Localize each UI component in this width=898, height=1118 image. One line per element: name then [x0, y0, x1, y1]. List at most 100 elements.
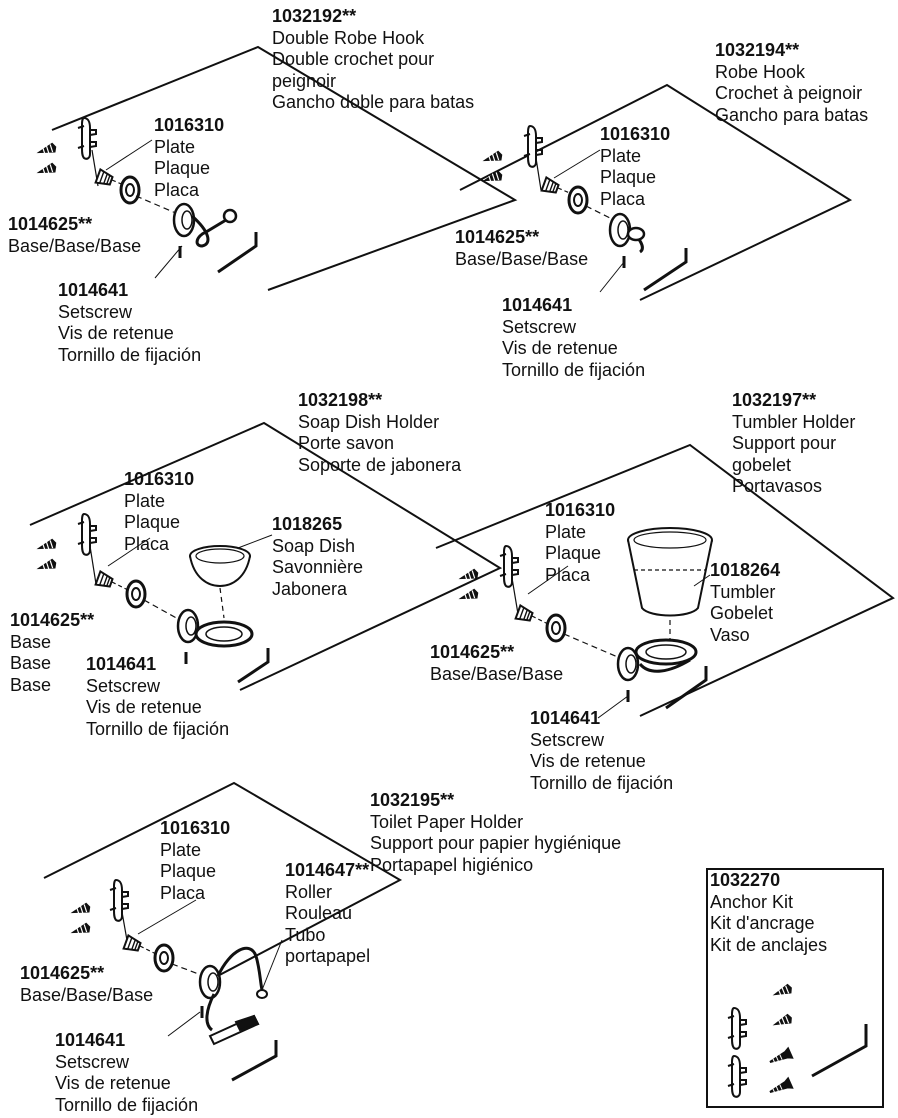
description-line: Vis de retenue — [86, 697, 202, 717]
part-number: 1014641 — [55, 1030, 126, 1050]
tumbler-holder-diagram — [435, 443, 895, 719]
description-line: Vis de retenue — [502, 338, 618, 358]
part-number: 1016310 — [154, 115, 225, 135]
description-line: Gancho doble para batas — [272, 92, 475, 112]
mounting-clip-icon — [77, 513, 97, 556]
wall-anchor-icon — [37, 142, 58, 157]
wall-anchor-icon — [37, 162, 58, 177]
setscrew-label: 1014641 Setscrew Vis de retenue Tornillo… — [58, 280, 201, 366]
hex-key-icon — [237, 648, 270, 684]
description-line: Plaque — [124, 512, 181, 532]
part-number: 1032194** — [715, 40, 800, 60]
description-line: Setscrew — [502, 316, 577, 337]
description-line: Placa — [124, 533, 170, 554]
part-number: 1032270 — [710, 870, 781, 890]
setscrew-label: 1014641 Setscrew Vis de retenue Tornillo… — [530, 708, 673, 794]
part-number: 1018264 — [710, 560, 781, 580]
soap-dish-holder-title: 1032198** Soap Dish Holder Porte savon S… — [298, 390, 461, 476]
hex-key-icon — [643, 248, 688, 292]
tumbler-icon — [627, 527, 713, 617]
description-line: Savonnière — [272, 557, 364, 577]
part-number: 1032192** — [272, 6, 357, 26]
base-icon — [567, 185, 589, 215]
description-line: portapapel — [285, 946, 371, 966]
description-line: Plaque — [160, 861, 217, 881]
part-number: 1032198** — [298, 390, 383, 410]
part-number: 1014625** — [430, 642, 515, 662]
wall-outline — [435, 443, 895, 717]
description-line: Setscrew — [86, 675, 161, 696]
wall-anchor-icon — [459, 588, 480, 603]
wall-anchor-icon — [483, 150, 504, 165]
description-line: Base/Base/Base — [455, 248, 589, 269]
description-line: Portapapel higiénico — [370, 854, 534, 875]
base-label: 1014625** Base/Base/Base — [430, 642, 563, 685]
soap-dish-holder-body-icon — [176, 608, 200, 644]
description-line: peignoir — [272, 70, 337, 91]
part-number: 1014625** — [8, 214, 93, 234]
part-number: 1014625** — [10, 610, 95, 630]
description-line: Plate — [545, 521, 587, 542]
description-line: Robe Hook — [715, 61, 806, 82]
plate-label: 1016310 Plate Plaque Placa — [600, 124, 670, 210]
description-line: Tornillo de fijación — [502, 359, 646, 380]
toilet-paper-holder-title: 1032195** Toilet Paper Holder Support po… — [370, 790, 621, 876]
description-line: Jabonera — [272, 578, 348, 599]
anchor-kit-box — [706, 868, 884, 1108]
description-line: Gobelet — [710, 603, 774, 623]
description-line: Portavasos — [732, 476, 823, 496]
part-number: 1014641 — [530, 708, 601, 728]
robe-hook-body-icon — [608, 212, 632, 248]
wall-anchor-icon — [71, 922, 92, 937]
description-line: Placa — [154, 179, 200, 200]
screw-icon — [514, 604, 535, 625]
description-line: Porte savon — [298, 433, 395, 453]
description-line: Base/Base/Base — [8, 235, 142, 256]
mounting-clip-icon — [109, 879, 129, 922]
toilet-paper-holder-diagram — [43, 781, 403, 1082]
description-line: Tornillo de fijación — [86, 718, 230, 739]
description-line: Double crochet pour — [272, 49, 435, 69]
base-icon — [153, 943, 175, 973]
roller-icon — [208, 1014, 260, 1046]
description-line: Plaque — [545, 543, 602, 563]
soap-dish-holder-diagram — [29, 421, 503, 691]
wall-outline — [29, 421, 503, 691]
description-line: Roller — [285, 881, 333, 902]
description-line: Vis de retenue — [530, 751, 646, 771]
screw-icon — [94, 570, 115, 591]
description-line: Base/Base/Base — [20, 984, 154, 1005]
base-label: 1014625** Base/Base/Base — [20, 963, 153, 1006]
base-label: 1014625** Base/Base/Base — [455, 227, 588, 270]
description-line: Vaso — [710, 624, 750, 645]
base-icon — [545, 613, 567, 643]
part-number: 1016310 — [545, 500, 616, 520]
part-number: 1016310 — [600, 124, 671, 144]
wall-anchor-icon — [37, 538, 58, 553]
soap-dish-icon — [189, 545, 251, 588]
description-line: gobelet — [732, 454, 792, 475]
part-number: 1014641 — [86, 654, 157, 674]
description-line: Soporte de jabonera — [298, 454, 462, 475]
double-robe-hook-title: 1032192** Double Robe Hook Double croche… — [272, 6, 474, 114]
screw-icon — [540, 176, 561, 197]
soap-dish-label: 1018265 Soap Dish Savonnière Jabonera — [272, 514, 363, 600]
description-line: Vis de retenue — [55, 1073, 171, 1093]
description-line: Rouleau — [285, 903, 353, 923]
description-line: Support pour — [732, 433, 837, 453]
base-icon — [125, 579, 147, 609]
wall-outline — [459, 83, 853, 301]
description-line: Gancho para batas — [715, 104, 869, 125]
description-line: Base — [10, 631, 52, 652]
toilet-paper-holder-body-icon — [198, 964, 222, 1000]
setscrew-label: 1014641 Setscrew Vis de retenue Tornillo… — [502, 295, 645, 381]
description-line: Setscrew — [58, 301, 133, 322]
setscrew-label: 1014641 Setscrew Vis de retenue Tornillo… — [55, 1030, 198, 1116]
description-line: Vis de retenue — [58, 323, 174, 343]
description-line: Tumbler Holder — [732, 411, 856, 432]
plate-label: 1016310 Plate Plaque Placa — [160, 818, 230, 904]
base-label: 1014625** Base/Base/Base — [8, 214, 141, 257]
robe-hook-body-icon — [172, 202, 196, 238]
hex-key-icon — [217, 232, 258, 274]
